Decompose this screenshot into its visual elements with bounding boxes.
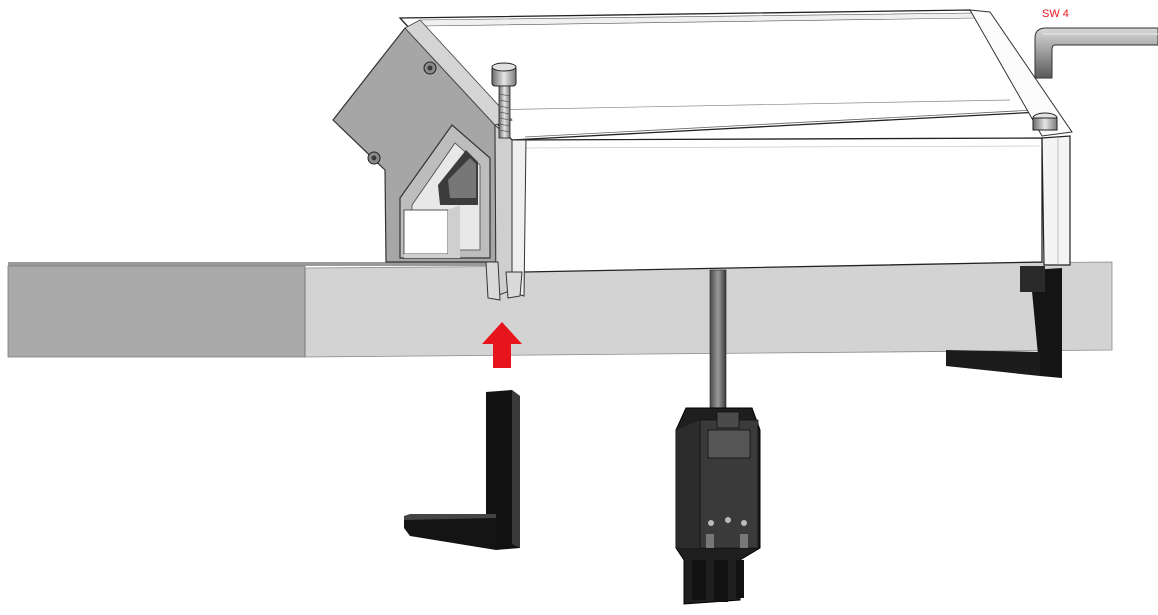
clamp-bracket-loose — [404, 390, 520, 550]
cable — [709, 269, 727, 411]
arrow-up-icon — [482, 322, 522, 368]
worktop — [7, 261, 1113, 358]
tool-label: SW 4 — [1042, 8, 1069, 20]
allen-key — [1034, 27, 1158, 79]
fixing-bolt-left — [491, 62, 517, 139]
arrow-up-shape — [482, 322, 522, 368]
clamp-bracket-right — [946, 266, 1062, 378]
fixing-bolt-right — [1032, 112, 1058, 131]
socket-housing — [332, 9, 1073, 301]
connector-plug — [675, 407, 761, 605]
